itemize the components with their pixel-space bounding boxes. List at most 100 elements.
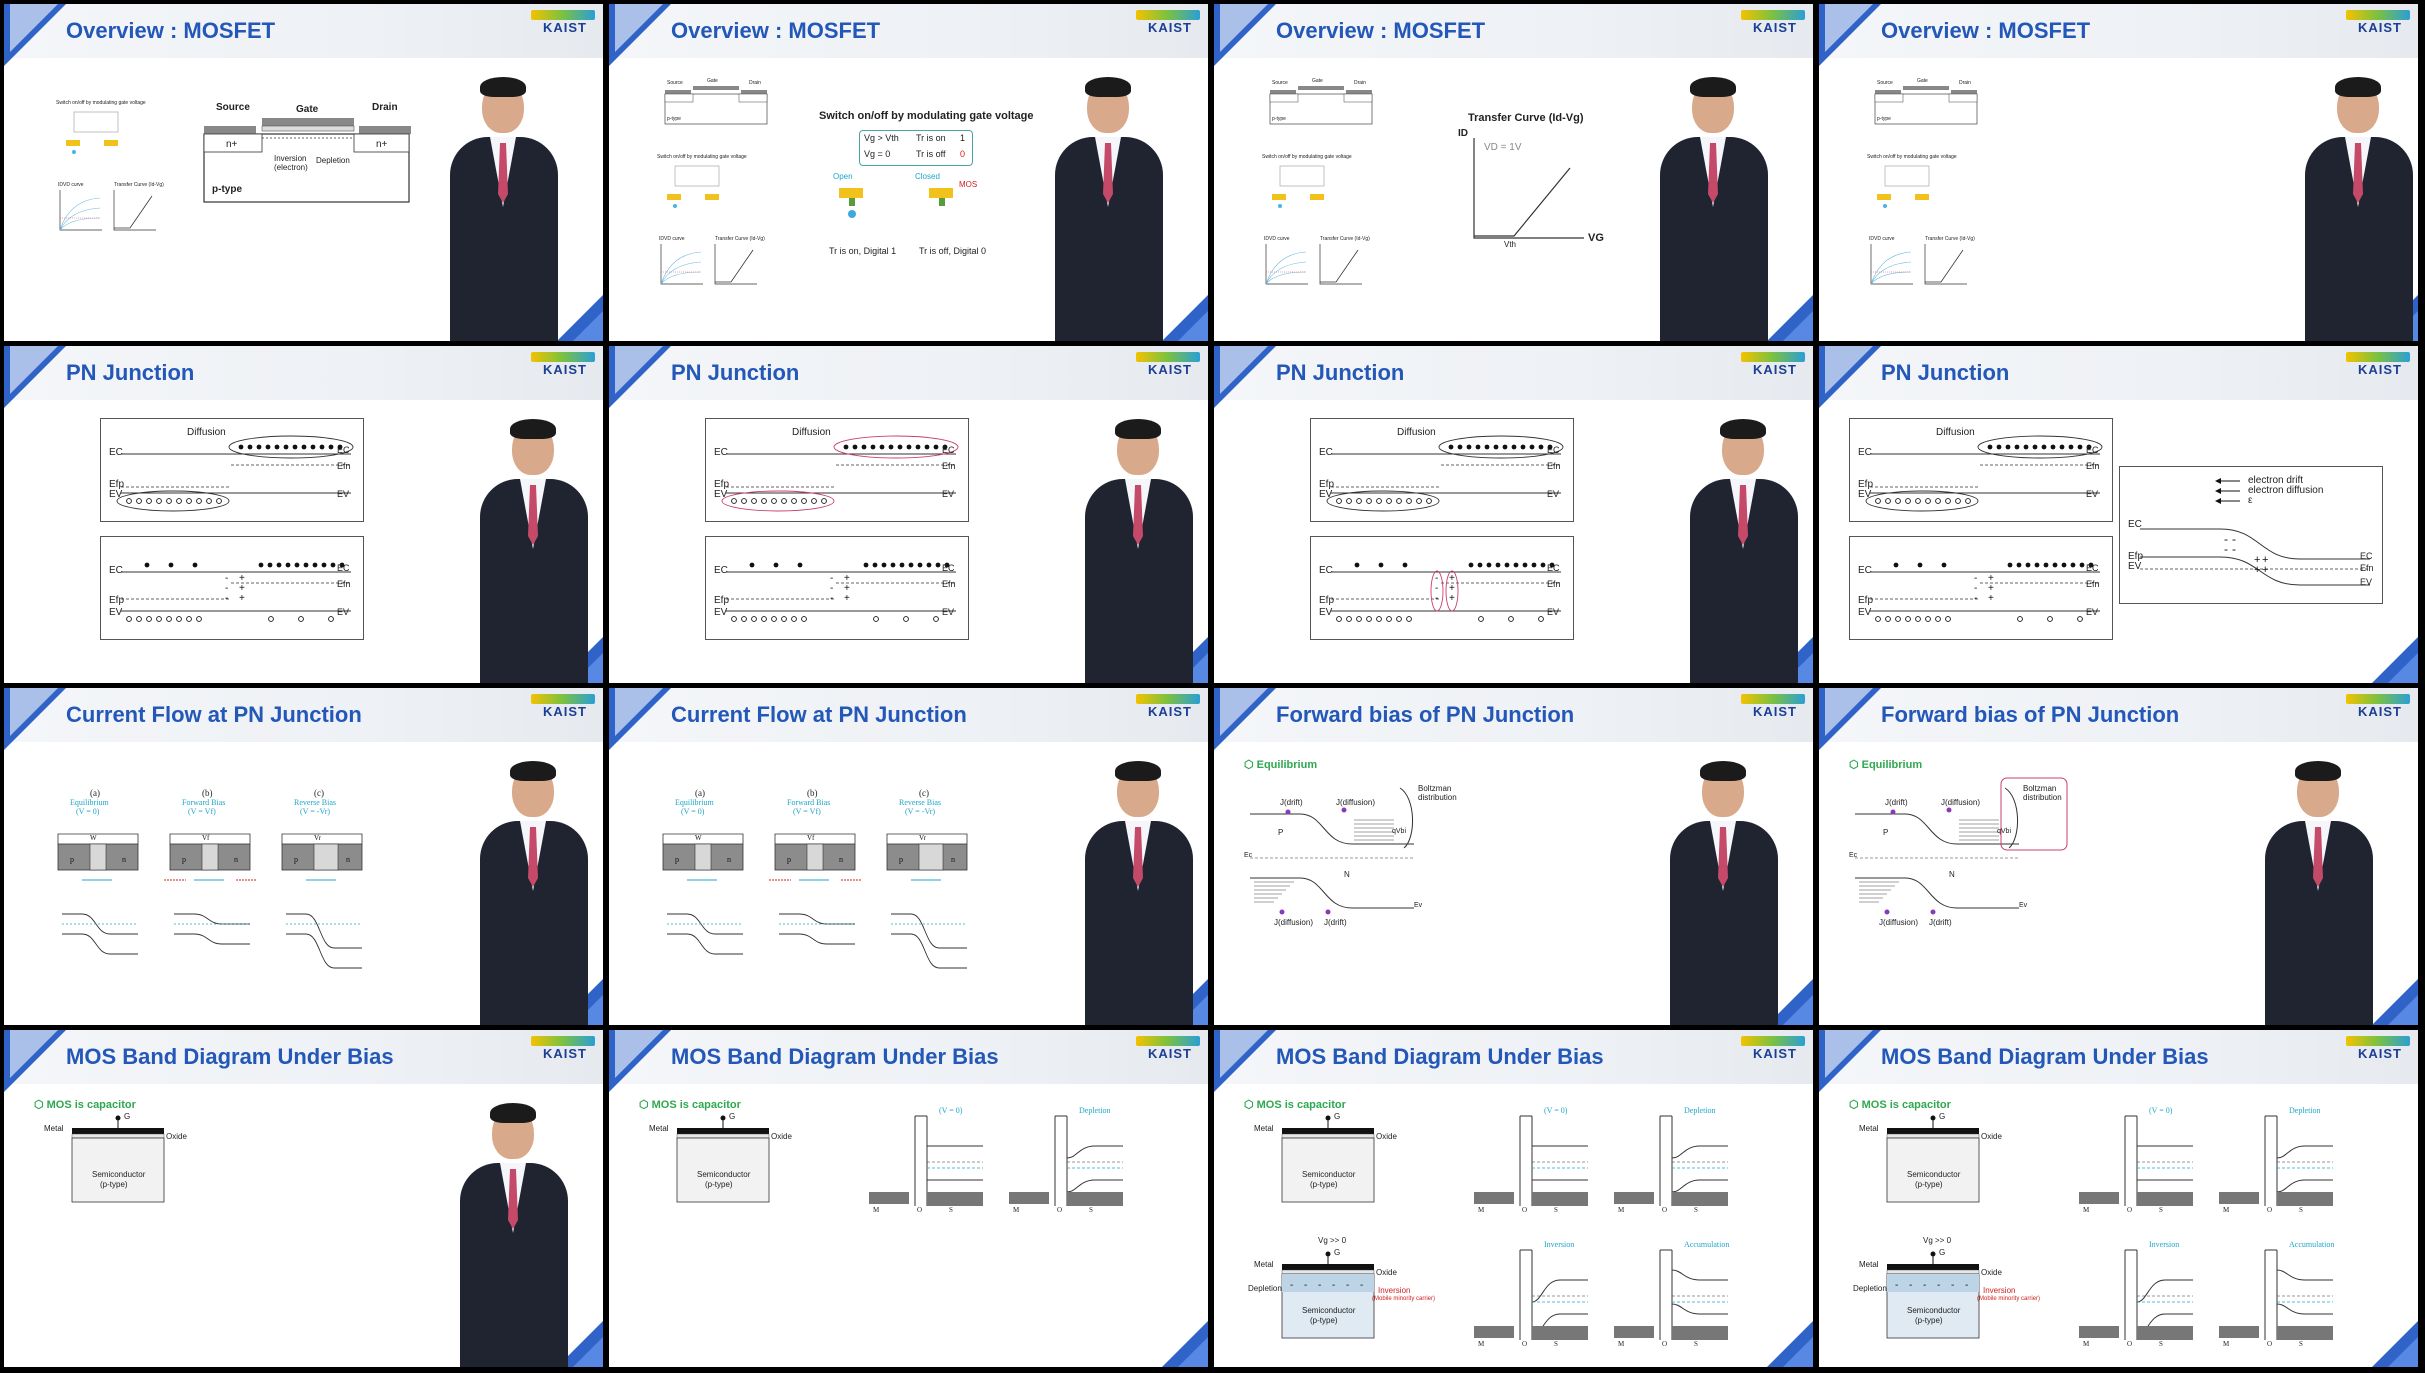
svg-text:n: n	[951, 855, 955, 864]
slide-label: Efp	[1319, 595, 1335, 606]
svg-text:p: p	[70, 855, 74, 864]
slide-label: Switch on/off by modulating gate voltage	[1867, 154, 1957, 160]
slide-label: Accumulation	[2289, 1240, 2335, 1249]
slide-label: (V = -Vr)	[300, 807, 331, 816]
slide-label: J(diffusion)	[1336, 798, 1375, 807]
slide-title: PN Junction	[1881, 360, 2010, 385]
logo-text: KAIST	[2358, 704, 2402, 719]
svg-text:Vf: Vf	[202, 834, 210, 842]
section-subtitle: ⬡MOS is capacitor	[1244, 1099, 1346, 1111]
svg-text:n: n	[839, 855, 843, 864]
slide-label: M	[2223, 1340, 2230, 1348]
slide-label: S	[1554, 1340, 1558, 1348]
slide-label: M	[2223, 1206, 2230, 1214]
svg-text:p: p	[899, 855, 903, 864]
slide-title: Overview : MOSFET	[66, 18, 276, 43]
svg-text:-: -	[1435, 573, 1438, 584]
kaist-logo: KAIST	[531, 694, 595, 719]
kaist-logo: KAIST	[1741, 352, 1805, 377]
svg-text:+: +	[844, 583, 850, 594]
slide-label: S	[949, 1206, 953, 1214]
slide-label: Vg >> 0	[1318, 1236, 1347, 1245]
svg-text:-: -	[2232, 532, 2236, 546]
section-subtitle: ⬡Equilibrium	[1244, 759, 1318, 771]
mosfet-mini-panel: Switch on/off by modulating gate voltage…	[653, 154, 765, 304]
kaist-logo: KAIST	[1741, 694, 1805, 719]
slide-title-bar	[4, 4, 603, 58]
corner-accent	[1783, 311, 1813, 341]
svg-text:-: -	[1909, 1280, 1912, 1291]
section-subtitle: ⬡MOS is capacitor	[34, 1099, 136, 1111]
slide-label: Efn	[1547, 579, 1561, 589]
slide-label: Metal	[1254, 1260, 1274, 1269]
forward-bias-diagram: J(drift)J(diffusion)Boltzman distributio…	[1244, 778, 1464, 938]
slide-label: O	[917, 1206, 923, 1214]
presenter-figure	[454, 1103, 574, 1367]
slide-label: 1	[960, 133, 966, 143]
slide-label: Vg >> 0	[1923, 1236, 1952, 1245]
slide-label: (p-type)	[1310, 1180, 1338, 1189]
slide-label: EV	[1319, 607, 1333, 618]
svg-text:-: -	[1332, 1280, 1335, 1291]
svg-text:-: -	[1304, 1280, 1307, 1291]
slide-label: Efp	[714, 479, 730, 490]
slide-title-bar	[1819, 346, 2418, 400]
slide-label: Efp	[714, 595, 730, 606]
slide-title: PN Junction	[671, 360, 800, 385]
svg-text:+: +	[2262, 554, 2268, 566]
svg-text:+: +	[2254, 564, 2260, 576]
corner-accent	[1825, 688, 1873, 736]
slide-label: O	[1662, 1206, 1668, 1214]
svg-text:-: -	[1290, 1280, 1293, 1291]
slide-label: EC	[1319, 565, 1333, 576]
slide-label: Oxide	[1981, 1132, 2002, 1141]
logo-icon	[1741, 694, 1805, 704]
slide-title: PN Junction	[1276, 360, 1405, 385]
slide-label: (b)	[807, 788, 818, 798]
slide-label: p-type	[667, 116, 681, 122]
slide-title-bar	[1819, 1030, 2418, 1084]
kaist-logo: KAIST	[1136, 1036, 1200, 1061]
svg-text:+: +	[1988, 593, 1994, 604]
kaist-logo: KAIST	[1136, 10, 1200, 35]
slide-label: EC	[2360, 551, 2373, 561]
svg-text:p: p	[675, 855, 679, 864]
slide-label: Efp	[1319, 479, 1335, 490]
slide-label: IDVD curve	[1869, 236, 1895, 242]
kaist-logo: KAIST	[1741, 10, 1805, 35]
slide-label: Efn	[942, 579, 956, 589]
slide-label: EV	[714, 489, 728, 500]
slide-title-bar	[1214, 4, 1813, 58]
svg-text:p: p	[787, 855, 791, 864]
slide-label: Source	[216, 102, 250, 113]
slide-label: Drain	[1959, 80, 1971, 86]
slide-label: Semiconductor	[1302, 1306, 1356, 1315]
slide-label: (p-type)	[1310, 1316, 1338, 1325]
slide-label: Switch on/off by modulating gate voltage	[1262, 154, 1352, 160]
slide-title-bar	[4, 346, 603, 400]
kaist-logo: KAIST	[2346, 1036, 2410, 1061]
logo-text: KAIST	[1148, 362, 1192, 377]
slide-label: EC	[1547, 445, 1560, 455]
section-subtitle: ⬡MOS is capacitor	[1849, 1099, 1951, 1111]
